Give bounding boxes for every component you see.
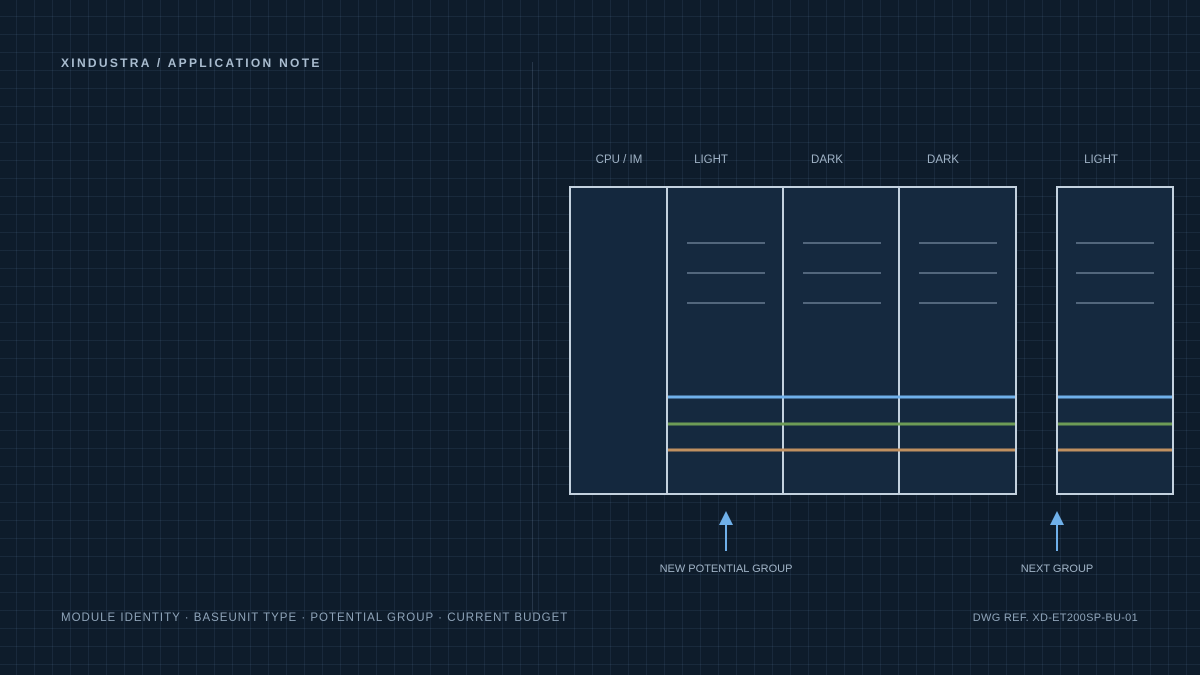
next-group-label: NEXT GROUP [1020, 563, 1094, 575]
vertical-divider [532, 62, 533, 614]
cpu-module [569, 186, 668, 495]
module-label-1: LIGHT [694, 154, 728, 166]
module-label-2: DARK [811, 154, 843, 166]
baseunit-module-2 [782, 186, 900, 495]
legend-text: MODULE IDENTITY · BASEUNIT TYPE · POTENT… [61, 612, 569, 624]
new-group-label: NEW POTENTIAL GROUP [659, 563, 793, 575]
baseunit-module-1 [666, 186, 784, 495]
module-label-4: LIGHT [1084, 154, 1118, 166]
new-group-arrow-icon [719, 511, 733, 551]
module-identity-lines [687, 242, 1154, 304]
baseunit-module-3 [898, 186, 1017, 495]
brand-title: XINDUSTRA / APPLICATION NOTE [61, 56, 322, 70]
drawing-reference: DWG REF. XD-ET200SP-BU-01 [972, 612, 1138, 624]
module-label-cpu: CPU / IM [595, 154, 643, 166]
baseunit-module-4 [1056, 186, 1174, 495]
module-label-3: DARK [927, 154, 959, 166]
next-group-arrow-icon [1050, 511, 1064, 551]
